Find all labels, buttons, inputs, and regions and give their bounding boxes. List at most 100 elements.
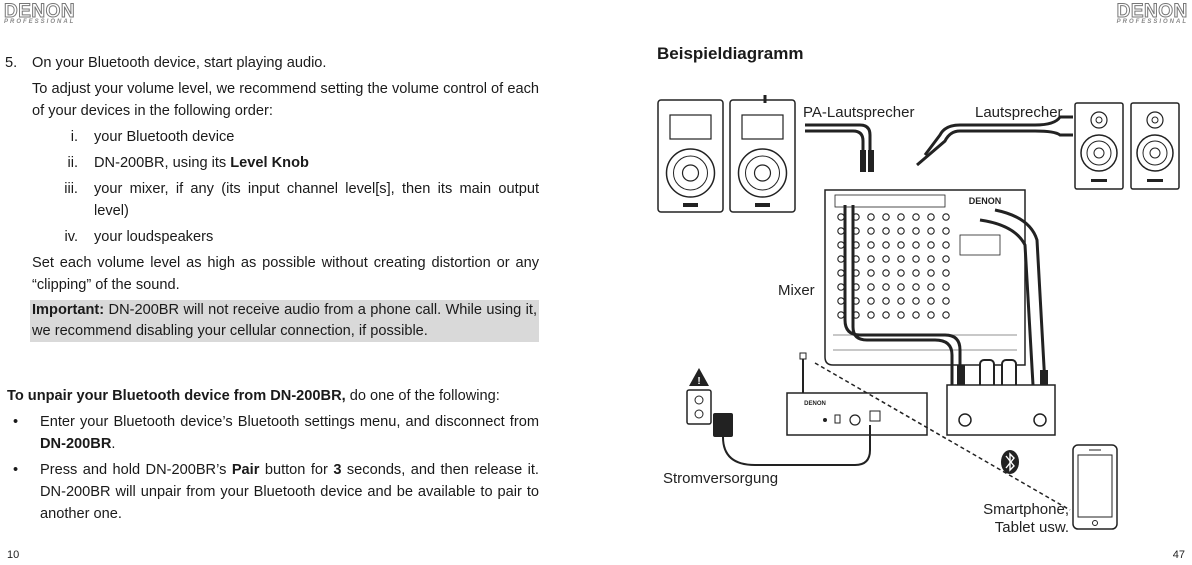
mixer-knob [927,311,935,319]
bluetooth-link [814,362,1071,511]
jack-plug [957,365,965,390]
label-pa-speakers: PA-Lautsprecher [803,104,914,121]
page-number-left: 10 [7,549,20,561]
mixer-knob [942,227,950,235]
unpair-bullets: • Enter your Bluetooth device’s Bluetoot… [7,411,539,525]
mixer-knob [897,213,905,221]
page-number-right: 47 [1172,549,1185,561]
power-outlet-icon [686,389,712,425]
studio-speaker-right [1130,102,1180,190]
mixer-knob [867,241,875,249]
important-label: Important: [32,302,105,318]
label-power: Stromversorgung [663,470,778,487]
dn200br-front: DENON [786,352,928,436]
mixer-knob [897,241,905,249]
mixer-knob [912,227,920,235]
mixer-knob [927,283,935,291]
mixer-knob [927,227,935,235]
mixer-knob [927,213,935,221]
step-5: 5. On your Bluetooth device, start playi… [5,52,539,74]
warning-icon: ! [689,368,709,387]
mixer-knob [927,255,935,263]
mixer-brand: DENON [969,196,1002,206]
mixer-knob [942,269,950,277]
bullet-item: • Enter your Bluetooth device’s Bluetoot… [7,411,539,455]
mixer-knob [942,297,950,305]
bullet-bold: Pair [231,462,260,478]
order-text: DN-200BR, using its [94,155,231,171]
order-numeral: iii. [64,181,78,197]
logo-sub: PROFESSIONAL [1116,19,1188,25]
pa-speaker-right [729,99,796,213]
denon-logo-right: DENON PROFESSIONAL [1116,2,1188,26]
important-note: Important: DN-200BR will not receive aud… [30,300,539,342]
mixer-knob [912,269,920,277]
order-item: ii. DN-200BR, using its Level Knob [32,152,539,174]
bullet-bold-2: 3 [333,462,342,478]
mixer-knob [912,255,920,263]
studio-speaker-left [1074,102,1124,190]
denon-logo-left: DENON PROFESSIONAL [3,1,76,26]
bullet-bold: DN-200BR [40,436,112,452]
mixer-knob [927,241,935,249]
order-text: your Bluetooth device [94,129,235,145]
mixer-knob [882,255,890,263]
mixer-output-cables [843,205,1047,390]
order-numeral: ii. [67,155,78,171]
label-mixer: Mixer [778,282,815,299]
mixer-knob [897,297,905,305]
mixer-knob [882,241,890,249]
connection-diagram: PA-Lautsprecher Lautsprecher DENON Mixer [657,95,1180,536]
bullet-dot: • [13,414,19,430]
dn200br-back [946,384,1056,436]
mixer-knob [867,269,875,277]
order-item: iv. your loudspeakers [32,226,539,248]
bullet-text: Enter your Bluetooth device’s Bluetooth … [40,414,539,430]
mixer-knob [897,283,905,291]
important-text: DN-200BR will not receive audio from a p… [32,302,537,339]
mixer-knob [897,227,905,235]
mixer-knob [837,283,845,291]
mixer-knob [837,241,845,249]
unpair-heading: To unpair your Bluetooth device from DN-… [7,385,539,407]
mixer-knob [942,311,950,319]
mixer-knob [942,255,950,263]
mixer-knob [942,283,950,291]
mixer-knob [867,311,875,319]
mixer-knob [837,311,845,319]
bullet-text: Press and hold DN-200BR’s [40,462,232,478]
order-text: your mixer, if any (its input channel le… [94,181,539,219]
mixer-knob [882,213,890,221]
unpair-section: To unpair your Bluetooth device from DN-… [7,385,539,525]
order-item: iii. your mixer, if any (its input chann… [32,178,539,222]
order-bold: Level Knob [230,155,309,171]
mixer-knob [912,241,920,249]
mixer-knob [912,283,920,291]
logo-brand: DENON [3,1,76,22]
order-numeral: i. [70,129,78,145]
order-item: i. your Bluetooth device [32,126,539,148]
mixer-knob [942,213,950,221]
mixer-knob [912,311,920,319]
label-smartphone-2: Tablet usw. [995,519,1069,536]
jack-plug [868,150,874,172]
svg-text:!: ! [697,376,700,387]
mixer-knob [912,297,920,305]
volume-note: Set each volume level as high as possibl… [32,255,539,293]
mixer-knob [837,213,845,221]
mixer-knob [912,213,920,221]
mixer-knob [837,255,845,263]
bullet-item: • Press and hold DN-200BR’s Pair button … [7,459,539,525]
label-speakers: Lautsprecher [975,104,1063,121]
bullet-text-after: . [111,436,116,452]
mixer-knob [867,283,875,291]
power-adapter [713,413,733,437]
speaker-cables [763,95,1073,167]
mixer-knob [837,269,845,277]
mixer-knob [867,227,875,235]
mixer-knob [927,297,935,305]
mixer-knob [882,297,890,305]
label-smartphone-1: Smartphone, [983,501,1069,518]
mixer-knob [882,269,890,277]
order-numeral: iv. [64,229,78,245]
